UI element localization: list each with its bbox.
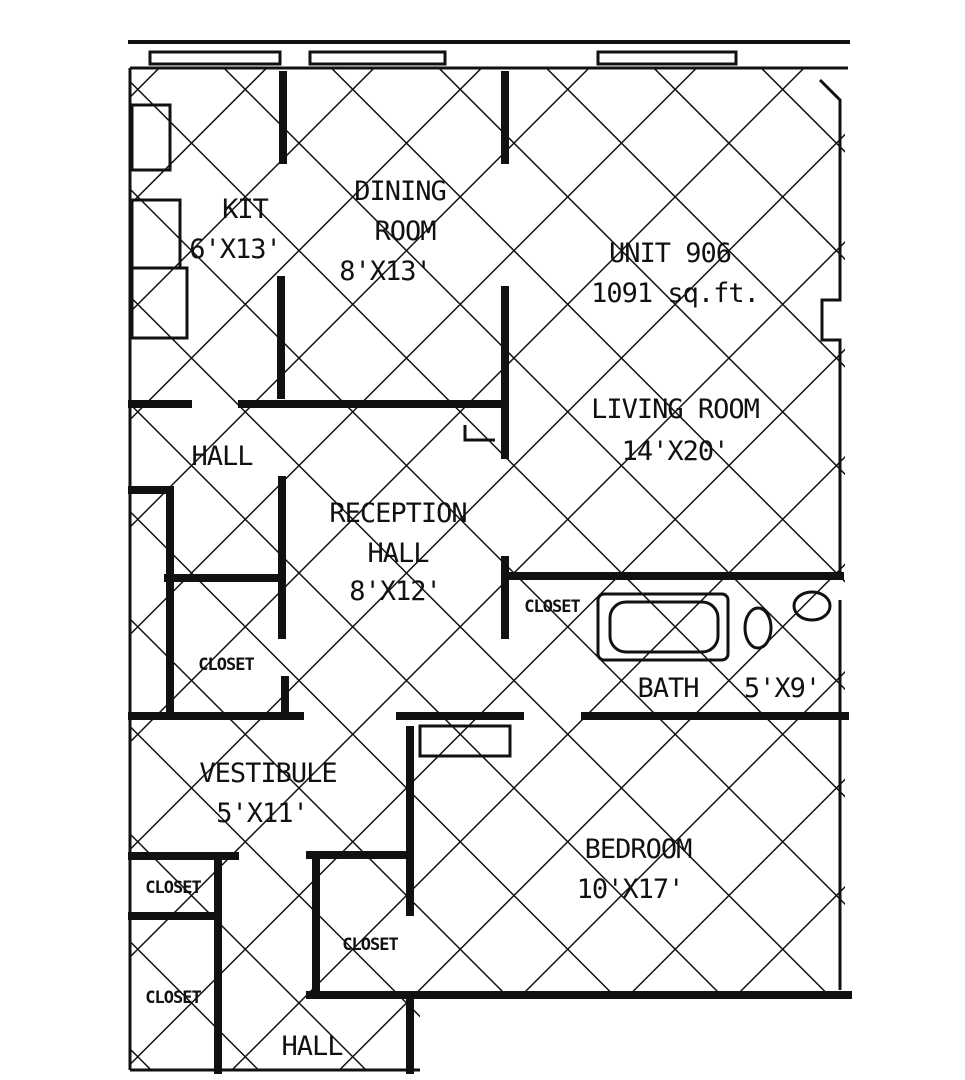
kitchen-label: KIT bbox=[222, 194, 269, 225]
bath-label: BATH bbox=[637, 673, 698, 704]
closet-bedroom-label: CLOSET bbox=[342, 935, 398, 955]
vestibule-label: VESTIBULE bbox=[199, 758, 336, 789]
living-size: 14'X20' bbox=[622, 436, 729, 467]
dining-size: 8'X13' bbox=[339, 256, 431, 287]
floor-hatch bbox=[130, 68, 845, 1070]
closet-left-2-label: CLOSET bbox=[145, 988, 201, 1008]
closet-bath-label: CLOSET bbox=[524, 597, 580, 617]
interior-walls bbox=[128, 71, 852, 1074]
vestibule-size: 5'X11' bbox=[216, 798, 308, 829]
closet-reception-label: CLOSET bbox=[198, 655, 254, 675]
unit-name: UNIT 906 bbox=[609, 238, 731, 269]
exterior-wall bbox=[128, 40, 850, 1072]
reception-label-2: HALL bbox=[367, 538, 429, 569]
reception-size: 8'X12' bbox=[349, 576, 441, 607]
hall-lower-label: HALL bbox=[281, 1031, 343, 1062]
reception-label-1: RECEPTION bbox=[329, 498, 466, 529]
bedroom-label: BEDROOM bbox=[585, 834, 693, 865]
bath-size: 5'X9' bbox=[744, 673, 820, 704]
unit-area: 1091 sq.ft. bbox=[591, 278, 759, 309]
bath-fixtures bbox=[596, 590, 832, 662]
closet-left-1-label: CLOSET bbox=[145, 878, 201, 898]
kitchen-size: 6'X13' bbox=[189, 234, 281, 265]
living-label: LIVING ROOM bbox=[591, 394, 760, 425]
bedroom-size: 10'X17' bbox=[577, 874, 684, 905]
kitchen-appliances bbox=[130, 103, 189, 340]
hall-upper-label: HALL bbox=[191, 441, 253, 472]
